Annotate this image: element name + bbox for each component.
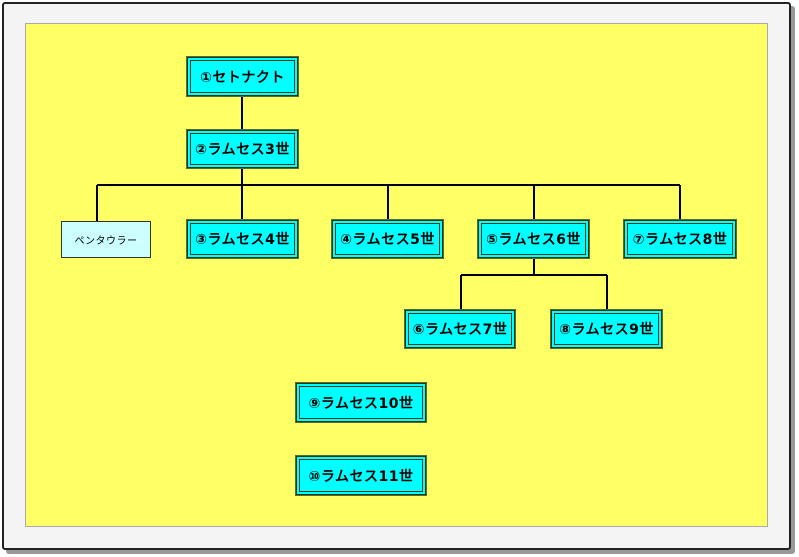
node-ramesses-9[interactable]: ⑧ラムセス9世: [550, 309, 663, 349]
node-ramesses-3[interactable]: ②ラムセス3世: [186, 129, 299, 169]
diagram-canvas: [25, 23, 768, 527]
node-ramesses-8[interactable]: ⑦ラムセス8世: [623, 219, 737, 259]
node-pentawere[interactable]: ペンタウラー: [61, 221, 151, 258]
node-setnakhte[interactable]: ①セトナクト: [186, 56, 299, 97]
node-ramesses-7[interactable]: ⑥ラムセス7世: [404, 309, 516, 349]
node-ramesses-4[interactable]: ③ラムセス4世: [186, 219, 299, 259]
node-ramesses-10[interactable]: ⑨ラムセス10世: [295, 382, 427, 423]
node-ramesses-5[interactable]: ④ラムセス5世: [331, 219, 444, 259]
node-ramesses-11[interactable]: ⑩ラムセス11世: [295, 455, 427, 496]
node-ramesses-6[interactable]: ⑤ラムセス6世: [477, 219, 590, 259]
